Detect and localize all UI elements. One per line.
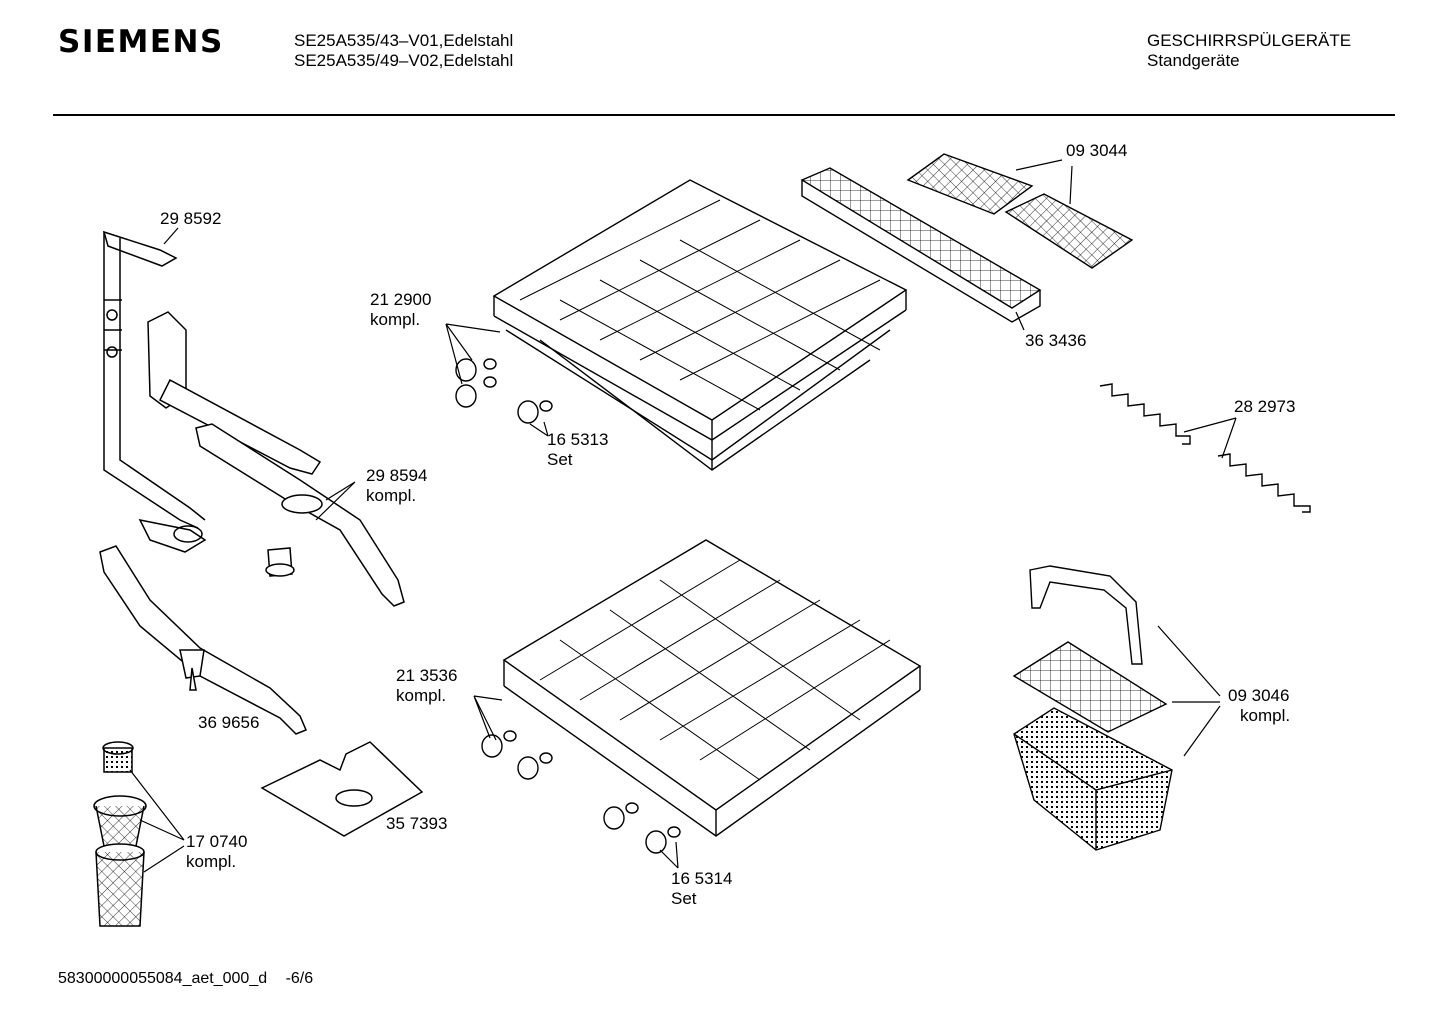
part-label-36-3436: 36 3436	[1025, 331, 1086, 351]
part-number: 16 5314	[671, 869, 733, 888]
filter-plate-drawing	[262, 742, 422, 836]
part-label-09-3046: 09 3046 kompl.	[1228, 686, 1290, 726]
category-title: GESCHIRRSPÜLGERÄTE	[1147, 31, 1352, 50]
supply-pipe-drawing	[104, 232, 205, 552]
part-label-36-9656: 36 9656	[198, 713, 259, 733]
model-info: SE25A535/43–V01,Edelstahl SE25A535/49–V0…	[294, 31, 513, 71]
brand-logo: SIEMENS	[58, 24, 224, 60]
part-number: 21 2900	[370, 290, 432, 309]
header-divider	[53, 114, 1395, 116]
part-note: kompl.	[370, 310, 421, 329]
upper-spray-arm-drawing	[148, 312, 404, 606]
part-number: 28 2973	[1234, 397, 1296, 416]
footer: 58300000055084_aet_000_d -6/6	[58, 970, 313, 988]
part-number: 36 3436	[1025, 331, 1087, 350]
part-label-35-7393: 35 7393	[386, 814, 447, 834]
lower-rollers-drawing	[482, 731, 680, 853]
cutlery-basket-drawing	[1014, 566, 1172, 850]
model-line-1: SE25A535/43–V01,Edelstahl	[294, 31, 514, 50]
part-number: 21 3536	[396, 666, 458, 685]
category-subtitle: Standgeräte	[1147, 51, 1240, 70]
lower-basket-drawing	[504, 540, 920, 836]
part-number: 09 3046	[1228, 686, 1290, 705]
part-note: Set	[547, 450, 573, 469]
part-number: 36 9656	[198, 713, 260, 732]
leader-lines	[130, 160, 1236, 872]
part-note: kompl.	[366, 486, 417, 505]
part-label-28-2973: 28 2973	[1234, 397, 1295, 417]
part-note: kompl.	[396, 686, 447, 705]
upper-basket-drawing	[494, 180, 906, 470]
part-label-09-3044: 09 3044	[1066, 141, 1127, 161]
part-number: 35 7393	[386, 814, 448, 833]
document-id: 58300000055084_aet_000_d	[58, 970, 268, 987]
part-label-17-0740: 17 0740 kompl.	[186, 832, 247, 872]
category-info: GESCHIRRSPÜLGERÄTE Standgeräte	[1147, 31, 1351, 71]
part-number: 17 0740	[186, 832, 248, 851]
tine-rows-drawing	[1100, 384, 1310, 512]
part-note: kompl.	[186, 852, 237, 871]
part-number: 16 5313	[547, 430, 609, 449]
part-label-16-5313: 16 5313 Set	[547, 430, 608, 470]
model-line-2: SE25A535/49–V02,Edelstahl	[294, 51, 514, 70]
part-number: 09 3044	[1066, 141, 1128, 160]
part-label-21-2900: 21 2900 kompl.	[370, 290, 431, 330]
part-number: 29 8594	[366, 466, 428, 485]
page-number: -6/6	[285, 970, 314, 987]
lower-spray-arm-drawing	[100, 546, 306, 734]
part-label-16-5314: 16 5314 Set	[671, 869, 732, 909]
cutlery-rack-drawing	[802, 154, 1132, 322]
filter-drawing	[94, 742, 146, 926]
part-label-21-3536: 21 3536 kompl.	[396, 666, 457, 706]
part-note: Set	[671, 889, 697, 908]
part-label-29-8592: 29 8592	[160, 209, 221, 229]
part-number: 29 8592	[160, 209, 222, 228]
upper-rollers-drawing	[456, 359, 552, 423]
part-note: kompl.	[1240, 706, 1291, 725]
part-label-29-8594: 29 8594 kompl.	[366, 466, 427, 506]
